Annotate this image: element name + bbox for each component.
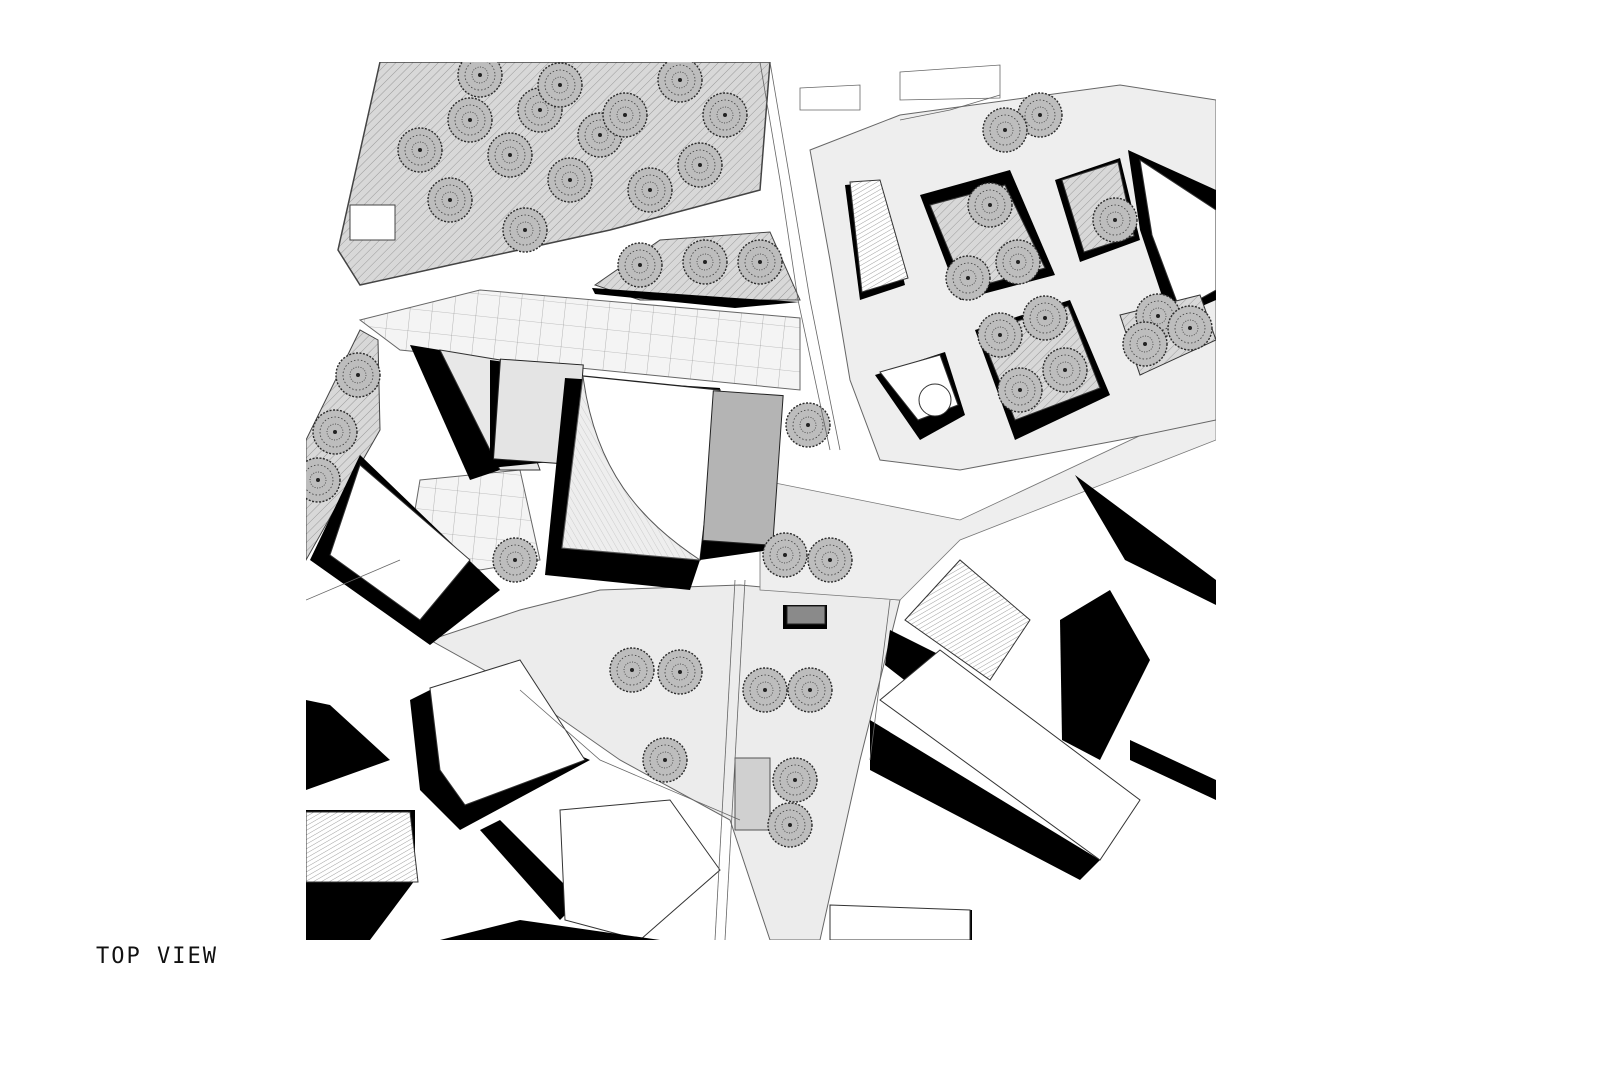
kiosk [349, 204, 396, 241]
main-building [410, 345, 784, 590]
edge-shadow [440, 920, 660, 940]
block-sw [329, 464, 471, 621]
roof-pitched-2 [306, 811, 419, 883]
block-w-shadow [306, 700, 390, 790]
block-s3 [829, 904, 971, 940]
map-content [306, 62, 1216, 940]
linework [306, 62, 1001, 940]
roof-pitched-3 [904, 559, 1031, 681]
shadow-se-3 [1060, 590, 1150, 760]
small-pavilion [786, 605, 826, 625]
block-s [429, 659, 586, 806]
grass-patch [734, 757, 771, 831]
drawing-title: TOP VIEW [96, 944, 218, 969]
round-element [918, 383, 952, 417]
roof-pitched-1 [849, 179, 909, 293]
wall-shadow-2 [480, 820, 580, 920]
wall-shadow [592, 288, 800, 308]
block-s2 [559, 799, 721, 940]
block-se [879, 649, 1141, 861]
shadow-se-4 [870, 720, 1100, 880]
shadow-se-2 [1075, 475, 1216, 605]
shadow-se-5 [1130, 740, 1216, 800]
